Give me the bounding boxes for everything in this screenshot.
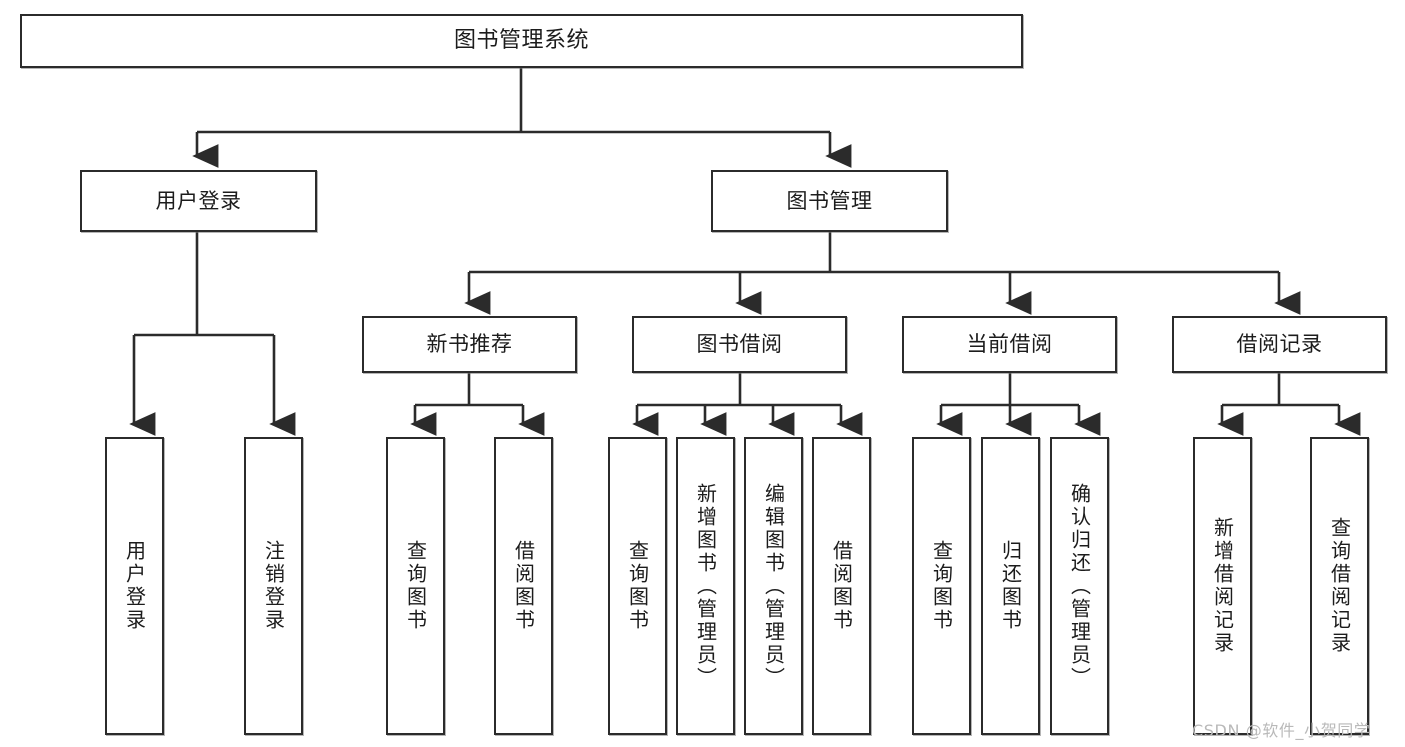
node-label: 确认归还（管理员） (1067, 482, 1092, 690)
node-leaf-query-record[interactable]: 查询借阅记录 (1310, 437, 1369, 735)
node-leaf-logout[interactable]: 注销登录 (244, 437, 303, 735)
node-label: 借阅图书 (829, 540, 854, 632)
node-leaf-query-book-2[interactable]: 查询图书 (608, 437, 667, 735)
node-label: 编辑图书（管理员） (761, 482, 786, 690)
node-label: 查询图书 (929, 540, 954, 632)
node-leaf-query-book-1[interactable]: 查询图书 (386, 437, 445, 735)
node-leaf-return-book[interactable]: 归还图书 (981, 437, 1040, 735)
node-borrow-record[interactable]: 借阅记录 (1172, 316, 1387, 373)
node-current-borrow[interactable]: 当前借阅 (902, 316, 1117, 373)
node-leaf-edit-book[interactable]: 编辑图书（管理员） (744, 437, 803, 735)
node-label: 用户登录 (155, 188, 242, 213)
node-new-book-recommend[interactable]: 新书推荐 (362, 316, 577, 373)
node-label: 图书借阅 (696, 332, 783, 357)
node-book-manage[interactable]: 图书管理 (711, 170, 948, 232)
node-leaf-confirm-return[interactable]: 确认归还（管理员） (1050, 437, 1109, 735)
node-label: 查询借阅记录 (1327, 517, 1352, 655)
node-leaf-borrow-book-1[interactable]: 借阅图书 (494, 437, 553, 735)
node-label: 查询图书 (403, 540, 428, 632)
node-leaf-query-book-3[interactable]: 查询图书 (912, 437, 971, 735)
node-label: 新书推荐 (426, 332, 513, 357)
node-label: 图书管理 (786, 188, 873, 213)
node-leaf-add-book[interactable]: 新增图书（管理员） (676, 437, 735, 735)
node-root-system[interactable]: 图书管理系统 (20, 14, 1023, 68)
node-label: 新增借阅记录 (1210, 517, 1235, 655)
node-leaf-user-login[interactable]: 用户登录 (105, 437, 164, 735)
node-label: 当前借阅 (966, 332, 1053, 357)
node-user-login[interactable]: 用户登录 (80, 170, 317, 232)
node-label: 借阅记录 (1236, 332, 1323, 357)
node-leaf-borrow-book-2[interactable]: 借阅图书 (812, 437, 871, 735)
node-label: 注销登录 (261, 540, 286, 632)
node-label: 借阅图书 (511, 540, 536, 632)
node-label: 新增图书（管理员） (693, 482, 718, 690)
csdn-watermark: CSDN @软件_小贺同学 (1192, 721, 1371, 740)
node-leaf-add-record[interactable]: 新增借阅记录 (1193, 437, 1252, 735)
node-label: 查询图书 (625, 540, 650, 632)
node-label: 归还图书 (998, 540, 1023, 632)
node-label: 图书管理系统 (453, 28, 589, 54)
node-label: 用户登录 (122, 540, 147, 632)
node-book-borrow[interactable]: 图书借阅 (632, 316, 847, 373)
